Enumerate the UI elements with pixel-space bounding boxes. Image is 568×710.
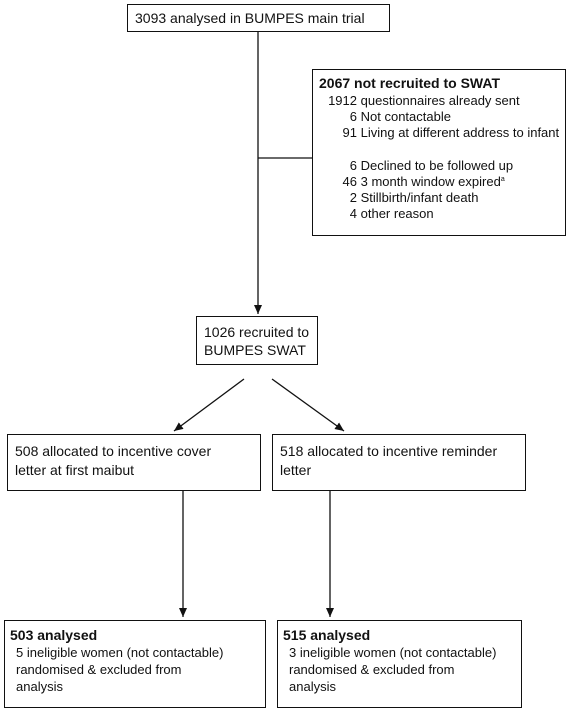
reason-label: questionnaires already sent [360, 93, 520, 108]
arm1-excluded-line3: analysis [16, 679, 63, 694]
not-recruited-box: 2067 not recruited to SWAT 1912 question… [312, 69, 566, 236]
reason-count: 1912 [328, 93, 357, 108]
reason-count: 6 [349, 158, 357, 173]
arm2-excluded-line1: 3 ineligible women (not contactable) [289, 645, 497, 660]
reason-label: other reason [360, 206, 434, 221]
arm2-allocation-line1: 518 allocated to incentive reminder [280, 443, 498, 459]
reason-count: 2 [349, 190, 357, 205]
arm2-allocation-line2: letter [280, 462, 312, 478]
main-trial-text: 3093 analysed in BUMPES main trial [135, 10, 365, 26]
connector-recruited-to-arm2 [271, 378, 345, 432]
arm2-excluded-line2: randomised & excluded from [289, 662, 455, 677]
reason-label: Not contactable [360, 109, 451, 124]
arm1-allocation-line1: 508 allocated to incentive cover [15, 443, 212, 459]
recruited-box: 1026 recruited to BUMPES SWAT [196, 316, 318, 365]
arm1-analysed-title: 503 analysed [10, 627, 98, 643]
arm1-analysed-box: 503 analysed 5 ineligible women (not con… [4, 620, 266, 708]
arm1-excluded-line2: randomised & excluded from [16, 662, 182, 677]
reason-count: 46 [342, 174, 357, 189]
recruited-line1: 1026 recruited to [204, 324, 310, 340]
footnote-marker: a [500, 176, 505, 183]
reason-row: 6 Declined to be followed up [327, 158, 513, 174]
reason-label: Stillbirth/infant death [360, 190, 479, 205]
reason-label: Living at different address to infant [360, 125, 560, 140]
reason-row: 6 Not contactable [327, 109, 451, 125]
arm2-analysed-title: 515 analysed [283, 627, 371, 643]
reason-label: 3 month window expired [360, 174, 501, 189]
arm1-allocation-box: 508 allocated to incentive cover letter … [7, 434, 261, 491]
reason-count: 91 [342, 125, 357, 140]
reason-count: 4 [349, 206, 357, 221]
arm1-allocation-line2: letter at first maibut [15, 462, 135, 478]
not-recruited-title: 2067 not recruited to SWAT [319, 75, 500, 91]
reason-label: Declined to be followed up [360, 158, 514, 173]
recruited-line2: BUMPES SWAT [204, 342, 306, 358]
reason-row: 2 Stillbirth/infant death [327, 190, 479, 206]
arm2-analysed-box: 515 analysed 3 ineligible women (not con… [277, 620, 522, 708]
arm2-allocation-box: 518 allocated to incentive reminder lett… [272, 434, 526, 491]
reason-row: 4 other reason [327, 206, 434, 222]
reason-row: 46 3 month window expireda [327, 174, 505, 190]
main-trial-box: 3093 analysed in BUMPES main trial [127, 4, 390, 32]
connector-recruited-to-arm1 [173, 378, 245, 432]
reason-row: 91 Living at different address to infant [327, 125, 560, 141]
reason-count: 6 [349, 109, 357, 124]
arm2-excluded-line3: analysis [289, 679, 336, 694]
arm1-excluded-line1: 5 ineligible women (not contactable) [16, 645, 224, 660]
reason-row: 1912 questionnaires already sent [327, 93, 520, 109]
